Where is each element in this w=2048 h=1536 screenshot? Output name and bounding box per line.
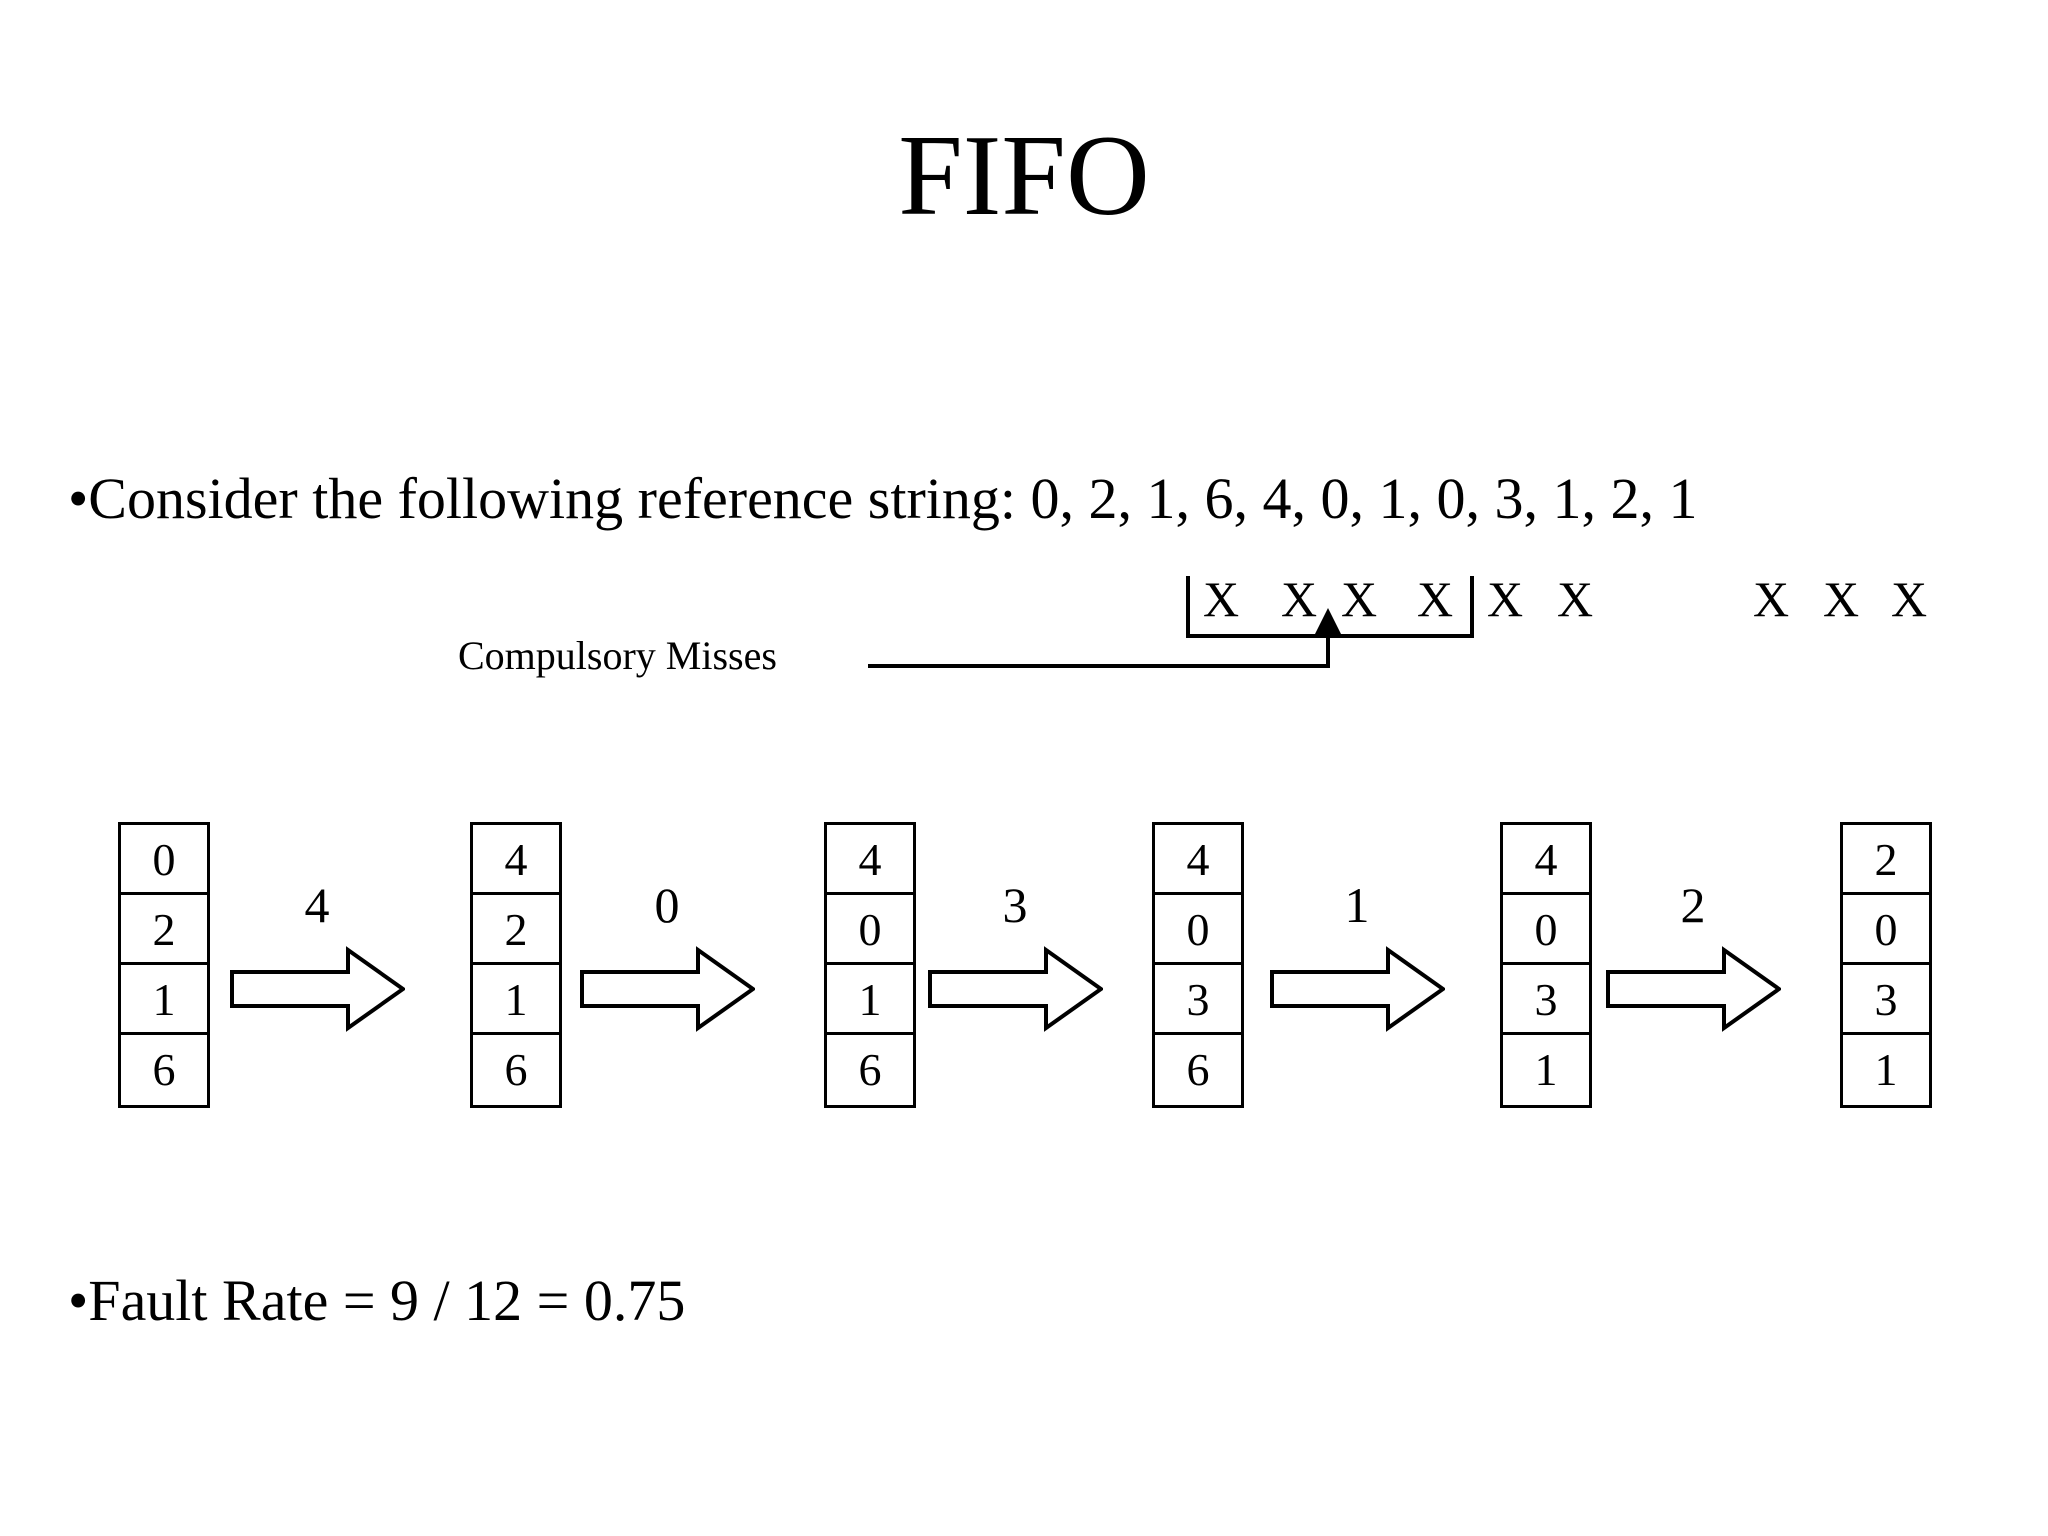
- page-title: FIFO: [898, 112, 1150, 240]
- miss-mark: X: [1203, 571, 1240, 627]
- memory-frame: 0 2 1 6: [118, 822, 210, 1108]
- frame-cell: 4: [473, 825, 559, 895]
- miss-mark: X: [1823, 571, 1860, 627]
- frame-cell: 1: [1534, 1044, 1558, 1095]
- frame-cell: 1: [827, 965, 913, 1035]
- transition-label: 0: [654, 877, 680, 933]
- frame-cell: 6: [1186, 1044, 1210, 1095]
- fifo-frame-diagram: 0 2 1 6 4 4 2 1 6 0 4 0 1 6 3: [0, 820, 2048, 1120]
- callout-leader-line: [868, 664, 1330, 668]
- frame-cell: 2: [1843, 825, 1929, 895]
- frame-cell: 3: [1843, 965, 1929, 1035]
- frame-cell: 6: [504, 1044, 528, 1095]
- bullet-reference-string: •Consider the following reference string…: [68, 466, 1698, 531]
- compulsory-misses-label: Compulsory Misses: [458, 633, 777, 678]
- frame-cell: 4: [827, 825, 913, 895]
- miss-mark: X: [1753, 571, 1790, 627]
- memory-frame: 4 0 3 1: [1500, 822, 1592, 1108]
- transition-label: 1: [1344, 877, 1370, 933]
- transition-arrow-group: 1: [1262, 820, 1452, 1110]
- miss-mark: X: [1487, 571, 1524, 627]
- transition-arrow-group: 0: [572, 820, 762, 1110]
- right-arrow-icon: [1606, 946, 1781, 1032]
- callout-arrow-icon: [1315, 608, 1341, 634]
- right-arrow-icon: [1270, 946, 1445, 1032]
- frame-cell: 0: [1843, 895, 1929, 965]
- frame-cell: 0: [1503, 895, 1589, 965]
- right-arrow-icon: [928, 946, 1103, 1032]
- frame-cell: 0: [827, 895, 913, 965]
- frame-cell: 1: [473, 965, 559, 1035]
- miss-mark: X: [1341, 571, 1378, 627]
- transition-label: 4: [304, 877, 330, 933]
- compulsory-misses-bracket: [1186, 576, 1474, 638]
- frame-cell: 6: [152, 1044, 176, 1095]
- miss-marks-row: X X X X X X X X X: [0, 574, 2048, 634]
- memory-frame: 2 0 3 1: [1840, 822, 1932, 1108]
- memory-frame: 4 2 1 6: [470, 822, 562, 1108]
- miss-mark: X: [1891, 571, 1928, 627]
- frame-cell: 2: [121, 895, 207, 965]
- frame-cell: 6: [858, 1044, 882, 1095]
- bullet-fault-rate: •Fault Rate = 9 / 12 = 0.75: [68, 1268, 686, 1333]
- frame-cell: 3: [1503, 965, 1589, 1035]
- right-arrow-icon: [580, 946, 755, 1032]
- frame-cell: 4: [1503, 825, 1589, 895]
- transition-arrow-group: 3: [920, 820, 1110, 1110]
- frame-cell: 2: [473, 895, 559, 965]
- frame-cell: 4: [1155, 825, 1241, 895]
- memory-frame: 4 0 1 6: [824, 822, 916, 1108]
- miss-mark: X: [1281, 571, 1318, 627]
- frame-cell: 1: [1874, 1044, 1898, 1095]
- frame-cell: 1: [121, 965, 207, 1035]
- frame-cell: 0: [121, 825, 207, 895]
- transition-arrow-group: 4: [222, 820, 412, 1110]
- transition-label: 2: [1680, 877, 1706, 933]
- miss-mark: X: [1417, 571, 1454, 627]
- frame-cell: 0: [1155, 895, 1241, 965]
- frame-cell: 3: [1155, 965, 1241, 1035]
- memory-frame: 4 0 3 6: [1152, 822, 1244, 1108]
- miss-mark: X: [1557, 571, 1594, 627]
- transition-label: 3: [1002, 877, 1028, 933]
- callout-riser-line: [1326, 628, 1330, 668]
- right-arrow-icon: [230, 946, 405, 1032]
- transition-arrow-group: 2: [1598, 820, 1788, 1110]
